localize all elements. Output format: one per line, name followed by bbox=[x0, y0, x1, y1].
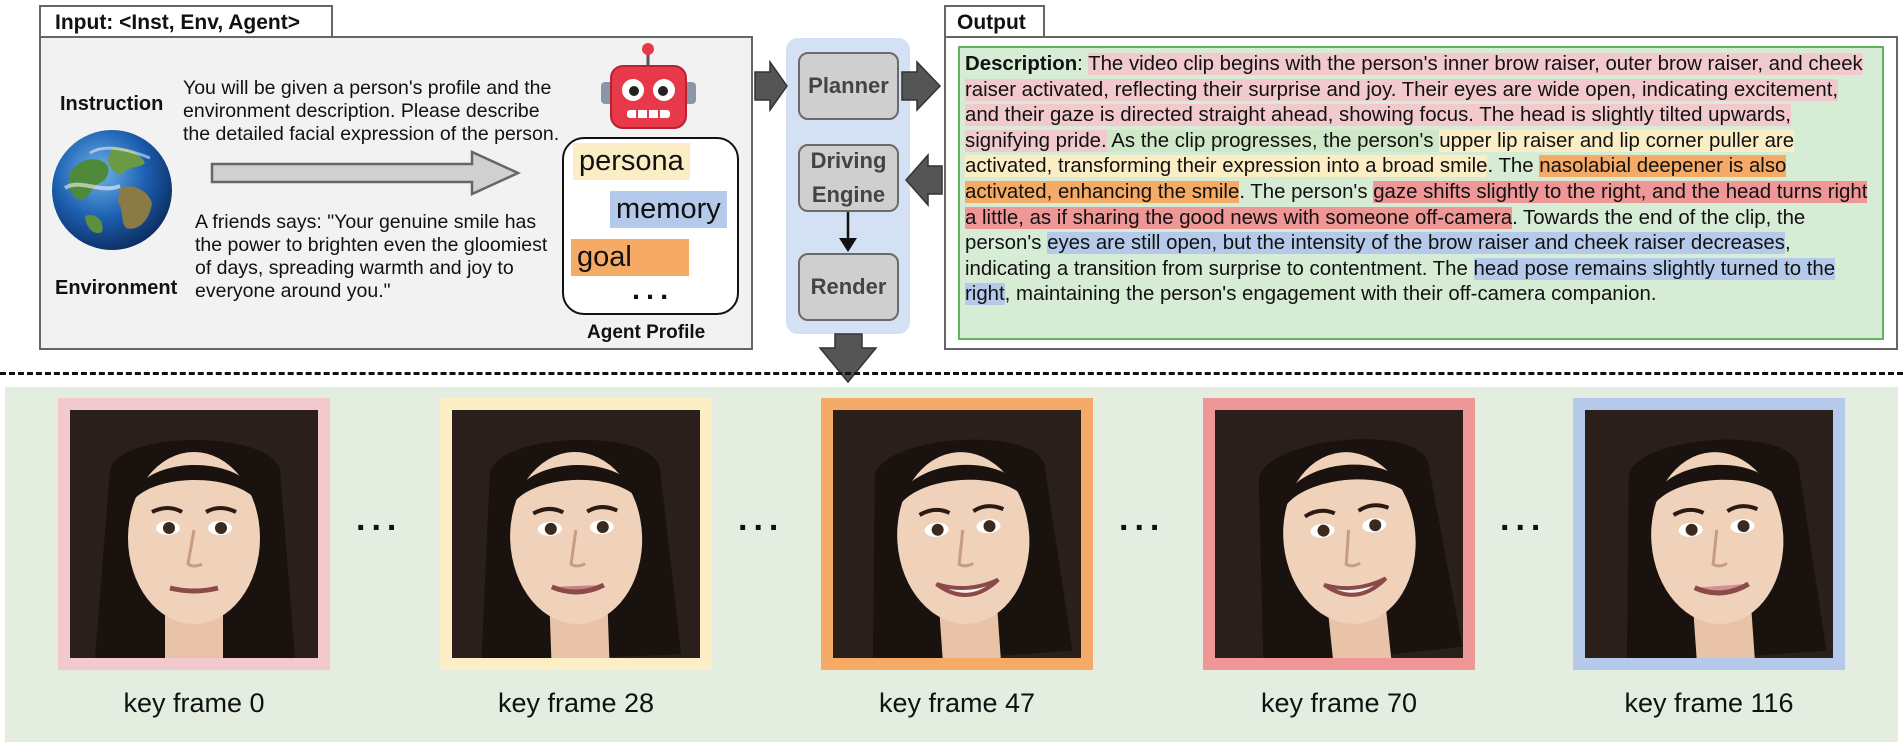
key-frame-caption: key frame 0 bbox=[123, 688, 265, 718]
driving-engine-line: Driving bbox=[810, 148, 887, 173]
key-frame bbox=[821, 398, 1093, 670]
agent-profile-label: Agent Profile bbox=[587, 322, 706, 343]
persona-chip: persona bbox=[573, 143, 690, 180]
environment-line: A friends says: "Your genuine smile has bbox=[195, 211, 537, 233]
environment-line: of days, spreading warmth and joy to bbox=[195, 257, 514, 279]
planner-module: Planner bbox=[798, 52, 899, 120]
instruction-line: environment description. Please describe bbox=[183, 100, 540, 122]
output-panel: Description: The video clip begins with … bbox=[944, 36, 1898, 350]
driving-engine-module: Driving Engine bbox=[798, 144, 899, 212]
environment-label: Environment bbox=[55, 277, 178, 299]
arrow-output-to-engine bbox=[905, 153, 943, 207]
arrow-input-to-planner bbox=[754, 59, 788, 113]
key-frame bbox=[1203, 398, 1475, 670]
frames-ellipsis: ... bbox=[738, 500, 785, 538]
key-frame bbox=[58, 398, 330, 670]
description-segment: . The bbox=[1487, 155, 1540, 178]
robot-icon bbox=[597, 40, 700, 132]
description-segment: As the clip progresses, the person's bbox=[1106, 129, 1440, 152]
description-segment: , indicating a transition from surprise … bbox=[965, 232, 1791, 280]
memory-chip: memory bbox=[610, 191, 727, 228]
arrow-engine-to-render bbox=[839, 238, 857, 252]
frames-ellipsis: ... bbox=[1500, 500, 1547, 538]
dashed-separator bbox=[0, 372, 1903, 375]
arrow-planner-to-output bbox=[901, 60, 942, 112]
connector-arrows bbox=[754, 59, 943, 384]
central-column: Planner Driving Engine Render bbox=[786, 38, 910, 334]
globe-icon bbox=[50, 128, 174, 252]
goal-chip: goal bbox=[571, 239, 689, 276]
face-image bbox=[1215, 410, 1463, 658]
description-segment: : bbox=[1077, 53, 1089, 75]
output-tab: Output bbox=[944, 5, 1045, 38]
environment-text: A friends says: "Your genuine smile has … bbox=[195, 211, 555, 303]
input-arrow bbox=[210, 150, 522, 201]
description-box: Description: The video clip begins with … bbox=[958, 46, 1884, 340]
description-text: : The video clip begins with the person'… bbox=[965, 53, 1868, 306]
face-image bbox=[833, 410, 1081, 658]
arrow-render-to-frames bbox=[818, 333, 878, 384]
more-chip: ... bbox=[632, 274, 675, 306]
render-module: Render bbox=[798, 253, 899, 321]
face-image bbox=[70, 410, 318, 658]
agent-profile-box: persona memory goal ... bbox=[562, 137, 739, 315]
environment-line: the power to brighten even the gloomiest bbox=[195, 234, 548, 256]
key-frame bbox=[1573, 398, 1845, 670]
environment-line: everyone around you." bbox=[195, 280, 391, 302]
key-frame-caption: key frame 116 bbox=[1624, 688, 1794, 718]
description-segment: eyes are still open, but the intensity o… bbox=[1047, 232, 1785, 255]
input-tab: Input: <Inst, Env, Agent> bbox=[39, 5, 333, 38]
frames-ellipsis: ... bbox=[1119, 500, 1166, 538]
frames-ellipsis: ... bbox=[356, 500, 403, 538]
instruction-line: the detailed facial expression of the pe… bbox=[183, 123, 560, 145]
key-frame-caption: key frame 70 bbox=[1260, 688, 1418, 718]
key-frame bbox=[440, 398, 712, 670]
instruction-text: You will be given a person's profile and… bbox=[183, 77, 563, 146]
driving-engine-line: Engine bbox=[811, 182, 886, 207]
description-label: Description bbox=[965, 53, 1078, 75]
key-frame-caption: key frame 28 bbox=[497, 688, 655, 718]
description-segment: , maintaining the person's engagement wi… bbox=[1004, 283, 1657, 306]
description-segment: . The person's bbox=[1239, 180, 1374, 203]
key-frame-caption: key frame 47 bbox=[878, 688, 1036, 718]
face-image bbox=[1585, 410, 1833, 658]
description-segment: . Towards the end of the clip, the perso… bbox=[965, 206, 1806, 255]
instruction-label: Instruction bbox=[60, 93, 164, 115]
face-image bbox=[452, 410, 700, 658]
instruction-line: You will be given a person's profile and… bbox=[183, 77, 552, 99]
